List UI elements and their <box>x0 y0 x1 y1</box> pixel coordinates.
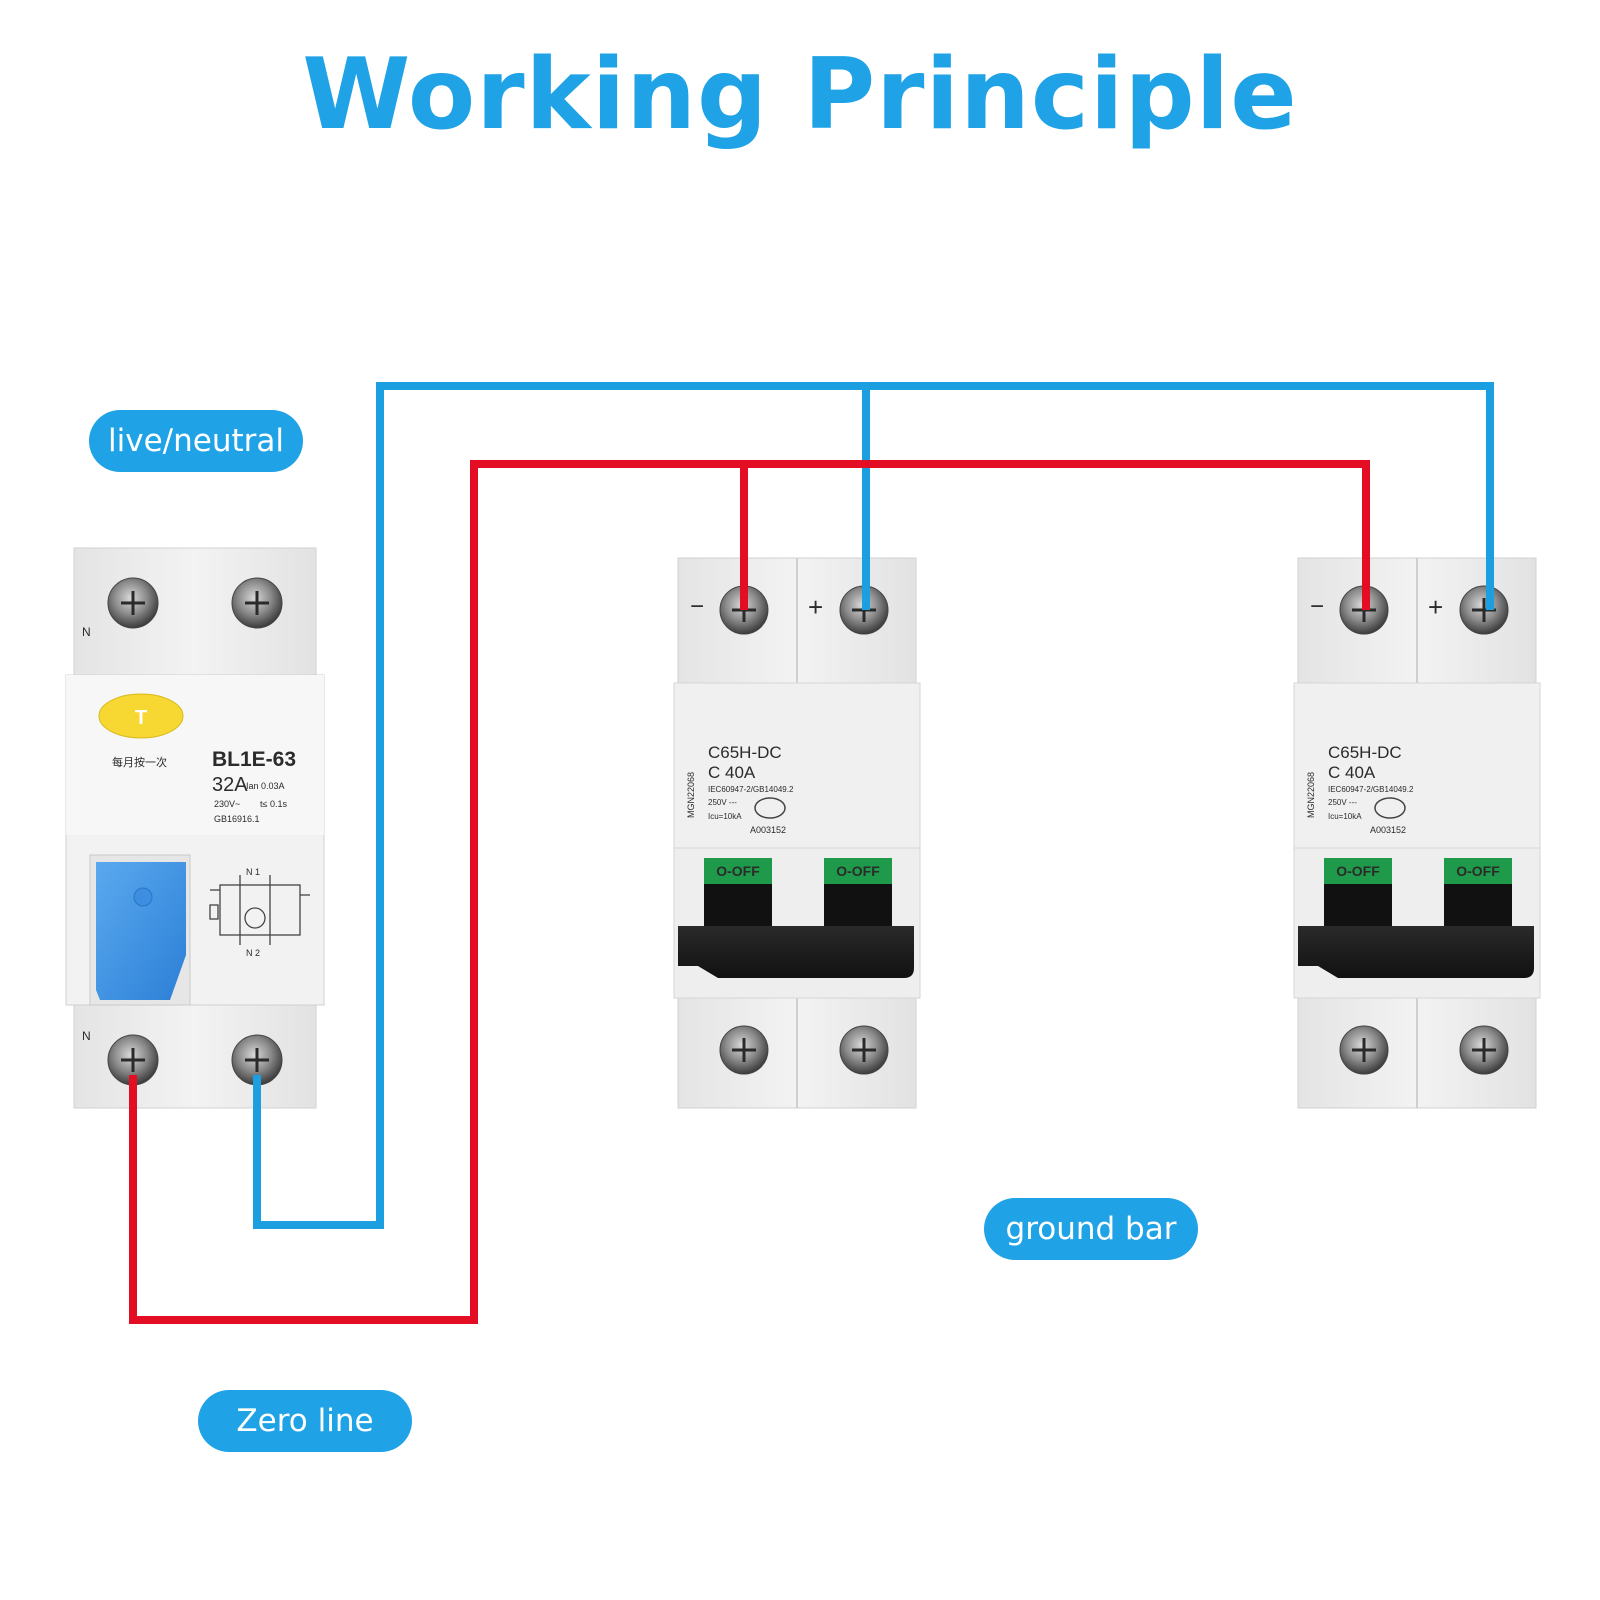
mcb-label-panel <box>1293 682 1541 849</box>
mcb-switch-label: O-OFF <box>836 863 880 879</box>
mcb-plus-sign: + <box>1428 592 1443 622</box>
ccc-mark-icon <box>754 797 786 819</box>
mcb-voltage: 250V --- <box>1328 798 1357 807</box>
screw-icon <box>719 1025 769 1075</box>
rcd-current: 32A <box>212 774 248 796</box>
rcd-schematic-n2: N 2 <box>246 948 260 958</box>
zero-line-label: Zero line <box>198 1390 412 1452</box>
ground-bar-label-text: ground bar <box>1005 1211 1177 1247</box>
mcb-minus-sign: − <box>690 593 704 620</box>
rcd-handle-dot <box>133 887 153 907</box>
mcb-switch-label: O-OFF <box>1456 863 1500 879</box>
mcb-serial: MGN22068 <box>1306 772 1316 818</box>
mcb-model: C65H-DC <box>708 743 782 762</box>
screw-icon <box>107 577 159 629</box>
rcd-test-note: 每月按一次 <box>112 755 167 769</box>
mcb-label-panel <box>673 682 921 849</box>
page-title: Working Principle <box>302 38 1298 152</box>
mcb-rating: C 40A <box>1328 763 1376 782</box>
mcb-cert: A003152 <box>750 825 786 835</box>
rcd-voltage: 230V~ <box>214 799 240 809</box>
rcd-breaker: N N T 每月按一次 BL1E-63 32A Ian 0.03A 230V~ … <box>65 547 325 1109</box>
mcb-switch-window <box>1324 858 1392 884</box>
rcd-test-letter: T <box>135 707 147 729</box>
rcd-model: BL1E-63 <box>212 748 296 771</box>
rcd-ian: Ian 0.03A <box>246 781 285 791</box>
mcb-cert: A003152 <box>1370 825 1406 835</box>
rcd-test-button[interactable]: T <box>98 693 184 739</box>
red-wire <box>129 460 1370 1324</box>
dc-breaker-1: − + C65H-DCC 40A IEC60947-2/GB14049.2 250V -… <box>673 557 921 1109</box>
screw-icon <box>1459 1025 1509 1075</box>
rcd-handle[interactable] <box>96 862 186 1000</box>
rcd-terminal-n-top: N <box>82 625 91 639</box>
mcb-standard: IEC60947-2/GB14049.2 <box>708 785 794 794</box>
rcd-trip-time: t≤ 0.1s <box>260 799 287 809</box>
mcb-handle-bar[interactable] <box>678 926 914 978</box>
mcb-switch-window <box>1444 858 1512 884</box>
mcb-icu: Icu=10kA <box>708 812 742 821</box>
mcb-switch-window <box>704 858 772 884</box>
mcb-plus-sign: + <box>808 592 823 622</box>
rcd-schematic-n1: N 1 <box>246 867 260 877</box>
dc-breaker-2: − + C65H-DCC 40A IEC60947-2/GB14049.2 250V -… <box>1293 557 1541 1109</box>
screw-icon <box>1339 1025 1389 1075</box>
mcb-icu: Icu=10kA <box>1328 812 1362 821</box>
ccc-mark-icon <box>1374 797 1406 819</box>
mcb-switch-label: O-OFF <box>1336 863 1380 879</box>
screw-icon <box>231 577 283 629</box>
mcb-model: C65H-DC <box>1328 743 1402 762</box>
ground-bar-label: ground bar <box>984 1198 1198 1260</box>
zero-line-label-text: Zero line <box>236 1403 374 1439</box>
screw-icon <box>1459 585 1509 635</box>
rcd-standard: GB16916.1 <box>214 814 260 824</box>
blue-wire <box>253 382 1494 1229</box>
rcd-terminal-n-bottom: N <box>82 1029 91 1043</box>
mcb-minus-sign: − <box>1310 593 1324 620</box>
mcb-rating: C 40A <box>708 763 756 782</box>
live-neutral-label: live/neutral <box>89 410 303 472</box>
rcd-schematic-icon <box>209 875 310 945</box>
mcb-voltage: 250V --- <box>708 798 737 807</box>
mcb-standard: IEC60947-2/GB14049.2 <box>1328 785 1414 794</box>
mcb-switch-label: O-OFF <box>716 863 760 879</box>
mcb-switch-window <box>824 858 892 884</box>
live-neutral-label-text: live/neutral <box>108 423 284 459</box>
mcb-serial: MGN22068 <box>686 772 696 818</box>
screw-icon <box>839 1025 889 1075</box>
mcb-handle-bar[interactable] <box>1298 926 1534 978</box>
screw-icon <box>107 1034 159 1086</box>
